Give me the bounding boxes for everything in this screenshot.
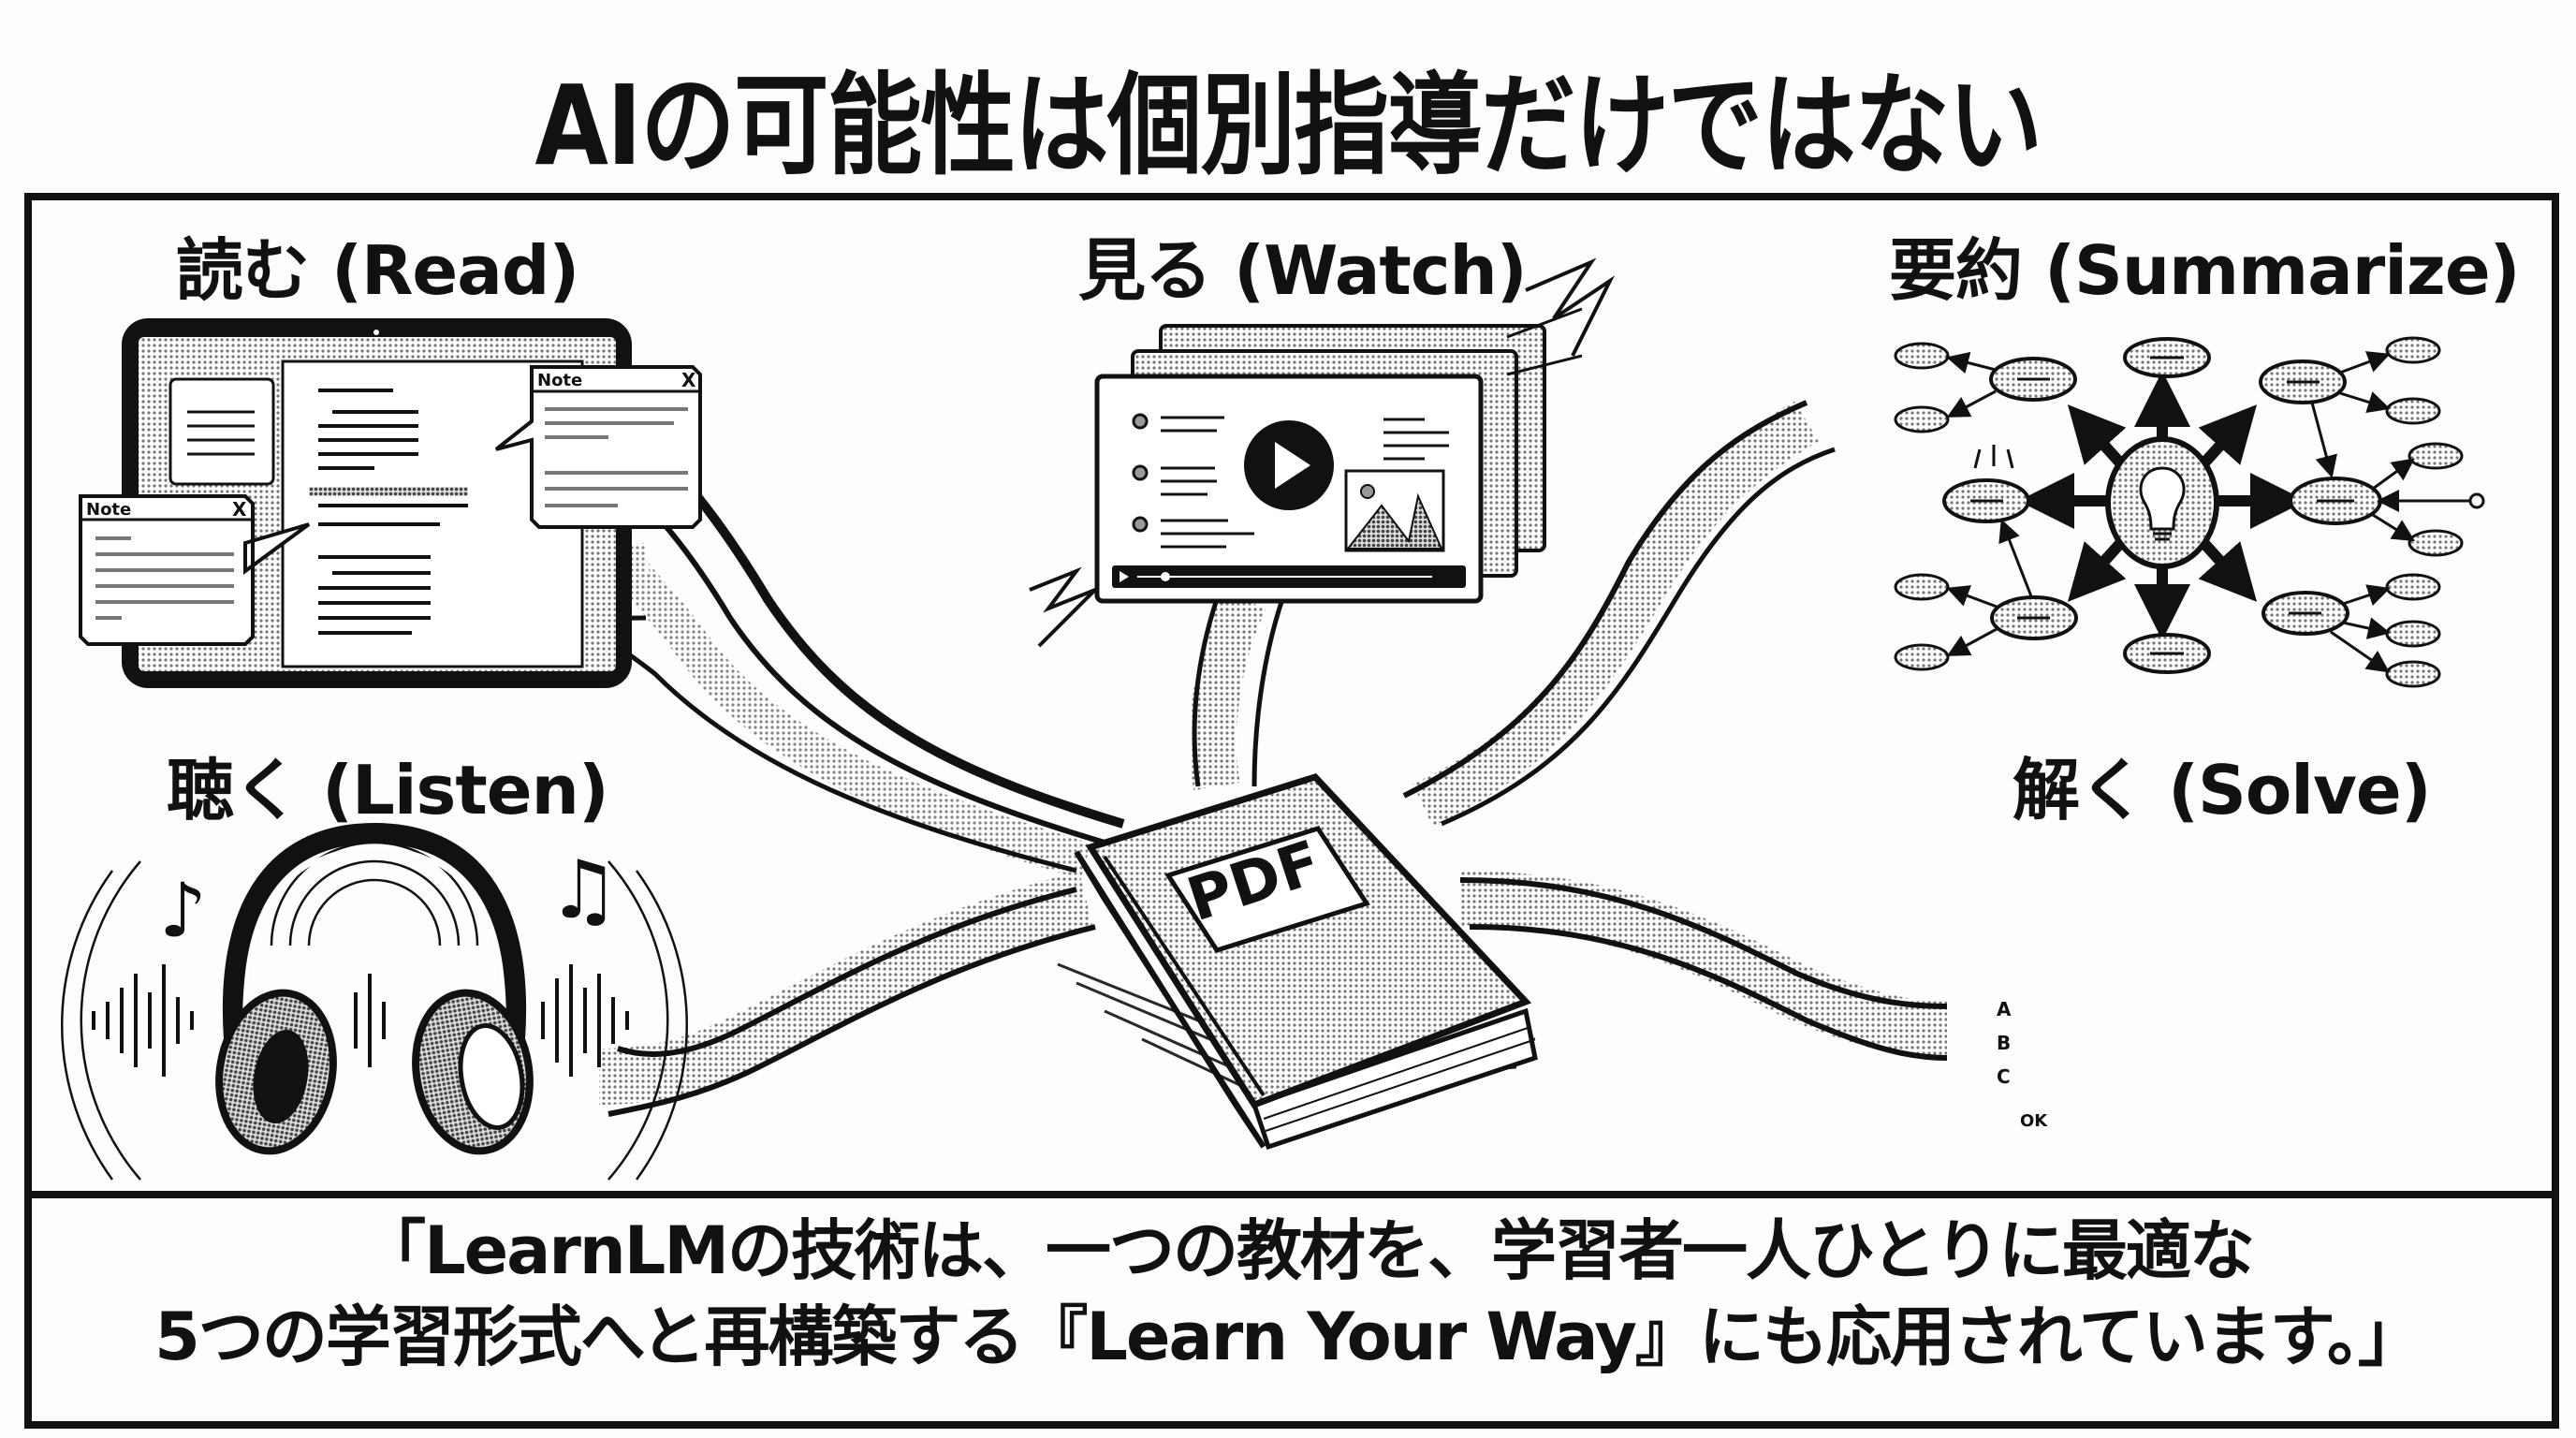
mode-label-solve: 解く (Solve) <box>2012 751 2432 829</box>
submit-button[interactable]: OK <box>2020 1111 2048 1131</box>
note-left-title: Note <box>86 500 132 520</box>
page-title: AIの可能性は個別指導だけではない <box>534 61 2042 190</box>
mode-label-summarize: 要約 (Summarize) <box>1889 231 2521 310</box>
mode-label-read: 読む (Read) <box>176 231 579 310</box>
note-right-close-icon[interactable]: X <box>681 369 696 391</box>
caption: 「LearnLMの技術は、一つの教材を、学習者一人ひとりに最適な 5つの学習形式… <box>28 1208 2548 1380</box>
headphones-illustration <box>60 822 689 1181</box>
option-b-letter: B <box>1997 1032 2012 1054</box>
option-c-letter: C <box>1997 1065 2011 1088</box>
music-note-icon: ♪ <box>159 867 207 954</box>
note-left-close-icon[interactable]: X <box>232 498 247 521</box>
music-notes-icon: ♫ <box>548 844 620 937</box>
pdf-book-illustration <box>1057 773 1538 1151</box>
illustration-frame <box>24 193 2559 1429</box>
mode-label-watch: 見る (Watch) <box>1078 231 1528 310</box>
mind-map-illustration <box>1894 336 2485 688</box>
option-a-letter: A <box>1997 998 2012 1020</box>
tablet-illustration <box>79 318 702 688</box>
flow-ribbons <box>596 400 1948 1117</box>
caption-line-2: 5つの学習形式へと再構築する『Learn Your Way』にも応用されています… <box>154 1299 2423 1375</box>
video-player-illustration <box>1029 257 1616 648</box>
caption-line-1: 「LearnLMの技術は、一つの教材を、学習者一人ひとりに最適な <box>360 1212 2255 1289</box>
note-right-title: Note <box>537 371 583 390</box>
mode-label-listen: 聴く (Listen) <box>167 751 609 829</box>
caption-divider <box>24 1191 2552 1198</box>
